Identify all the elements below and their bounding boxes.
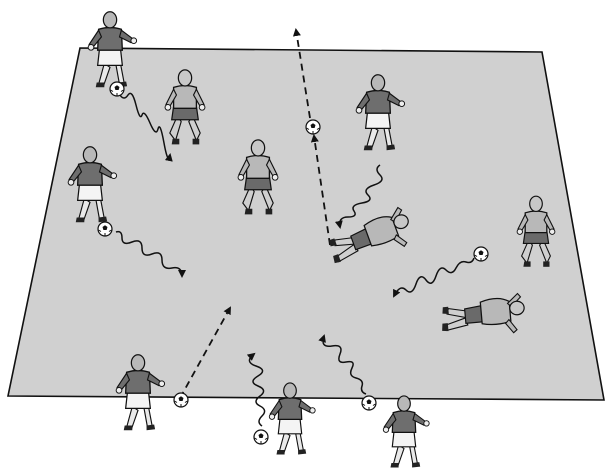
soccer-ball-icon [306,120,320,134]
soccer-ball-icon [98,222,112,236]
playing-field [8,48,604,400]
soccer-ball-icon [474,247,488,261]
soccer-ball-icon [254,430,268,444]
soccer-ball-icon [362,396,376,410]
soccer-ball-icon [174,393,188,407]
soccer-ball-icon [110,82,124,96]
player-dark-dribbling [383,396,429,468]
